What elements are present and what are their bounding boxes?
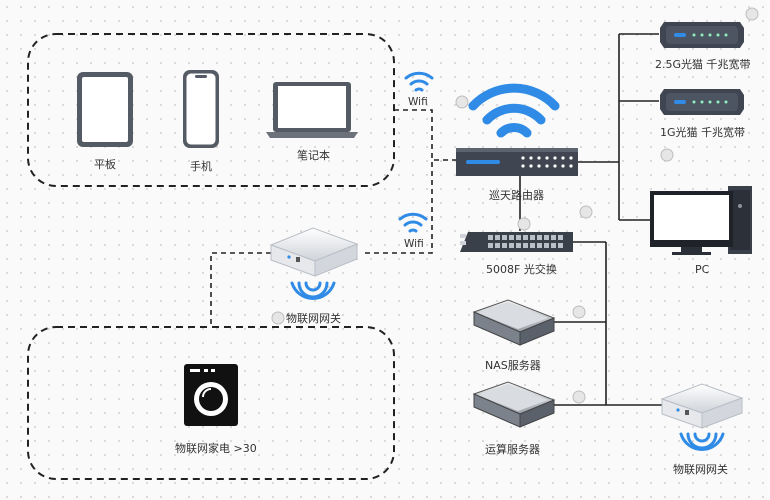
router-label: 巡天路由器 — [489, 189, 544, 202]
washing-machine-icon — [184, 364, 238, 426]
wifi-icon-mid — [398, 212, 428, 233]
wifi-link-mobile — [394, 109, 458, 161]
appliances-label: 物联网家电 >30 — [175, 442, 257, 455]
tablet-label: 平板 — [94, 158, 116, 171]
pc-label: PC — [695, 263, 710, 276]
modem-25g-icon — [660, 22, 744, 48]
switch-icon — [460, 232, 573, 252]
nas-label: NAS服务器 — [485, 359, 541, 372]
modem-1g-label: 1G光猫 千兆宽带 — [660, 126, 746, 139]
compute-server-icon — [472, 381, 556, 428]
iot-gateway-right-icon — [660, 383, 744, 429]
wifi-link-gateway — [365, 160, 433, 254]
phone-icon — [183, 70, 219, 148]
router-wifi-waves-icon — [468, 83, 560, 138]
tablet-icon — [77, 72, 133, 147]
wifi-mid-label: Wifi — [404, 238, 424, 250]
phone-label: 手机 — [190, 160, 212, 173]
iot-gateway-left-label: 物联网网关 — [286, 312, 341, 325]
iot-gateway-left-icon — [269, 227, 359, 277]
iot-gateway-right-wifi-icon — [679, 432, 725, 451]
laptop-label: 笔记本 — [297, 149, 330, 162]
modem-25g-label: 2.5G光猫 千兆宽带 — [655, 58, 751, 71]
iot-gateway-right-label: 物联网网关 — [673, 463, 728, 476]
wifi-top-label: Wifi — [408, 96, 428, 108]
wifi-icon-top — [404, 71, 434, 92]
appliances-group — [27, 326, 395, 480]
iot-gateway-left-wifi-icon — [290, 281, 336, 300]
router-icon — [456, 148, 578, 176]
switch-label: 5008F 光交换 — [486, 263, 557, 276]
gateway-to-appliances-link — [210, 252, 271, 327]
wired-links — [519, 33, 662, 406]
compute-label: 运算服务器 — [485, 443, 540, 456]
modem-1g-icon — [660, 89, 744, 115]
pc-icon — [650, 186, 752, 255]
nas-server-icon — [472, 299, 556, 346]
link-marker-icons — [271, 7, 759, 404]
laptop-icon — [266, 82, 358, 138]
